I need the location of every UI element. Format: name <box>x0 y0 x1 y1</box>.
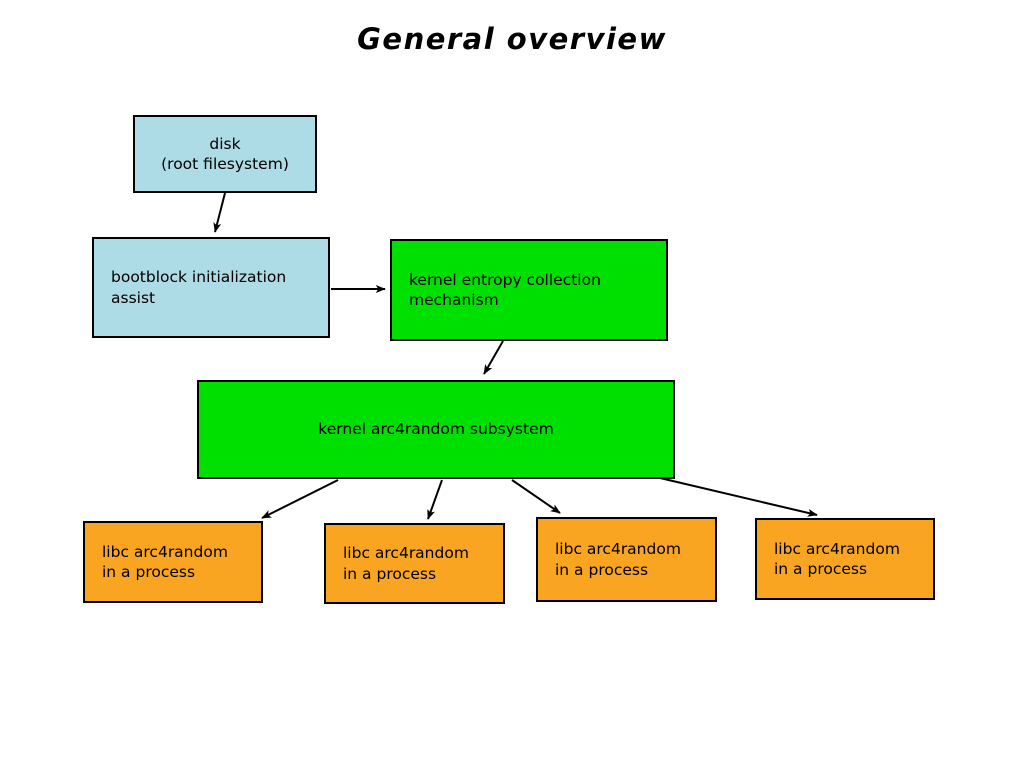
page-title: General overview <box>357 22 667 56</box>
edge-entropy-to-subsystem <box>483 340 504 375</box>
node-libc-3-label: libc arc4random in a process <box>555 540 681 579</box>
node-subsystem-label: kernel arc4random subsystem <box>318 420 554 439</box>
edge-disk-to-bootblock <box>213 192 226 233</box>
edge-subsystem-to-libc3 <box>511 479 561 514</box>
node-kernel-arc4random-subsystem[interactable]: kernel arc4random subsystem <box>197 380 675 479</box>
node-bootblock-label: bootblock initialization assist <box>111 268 287 307</box>
node-libc-1-label: libc arc4random in a process <box>102 542 228 581</box>
node-disk-label: disk (root filesystem) <box>161 134 289 173</box>
node-libc-4-label: libc arc4random in a process <box>774 539 900 578</box>
node-entropy-label: kernel entropy collection mechanism <box>409 270 601 309</box>
edge-subsystem-to-libc1 <box>261 479 339 519</box>
node-kernel-entropy-collection-mechanism[interactable]: kernel entropy collection mechanism <box>390 239 668 341</box>
node-libc-arc4random-process-1[interactable]: libc arc4random in a process <box>83 521 263 603</box>
node-libc-arc4random-process-2[interactable]: libc arc4random in a process <box>324 523 505 604</box>
node-libc-arc4random-process-4[interactable]: libc arc4random in a process <box>755 518 935 600</box>
edge-subsystem-to-libc4 <box>659 477 818 517</box>
node-disk[interactable]: disk (root filesystem) <box>133 115 317 193</box>
node-bootblock-initialization-assist[interactable]: bootblock initialization assist <box>92 237 330 338</box>
edge-subsystem-to-libc2 <box>427 479 443 520</box>
node-libc-2-label: libc arc4random in a process <box>343 544 469 583</box>
node-libc-arc4random-process-3[interactable]: libc arc4random in a process <box>536 517 717 602</box>
